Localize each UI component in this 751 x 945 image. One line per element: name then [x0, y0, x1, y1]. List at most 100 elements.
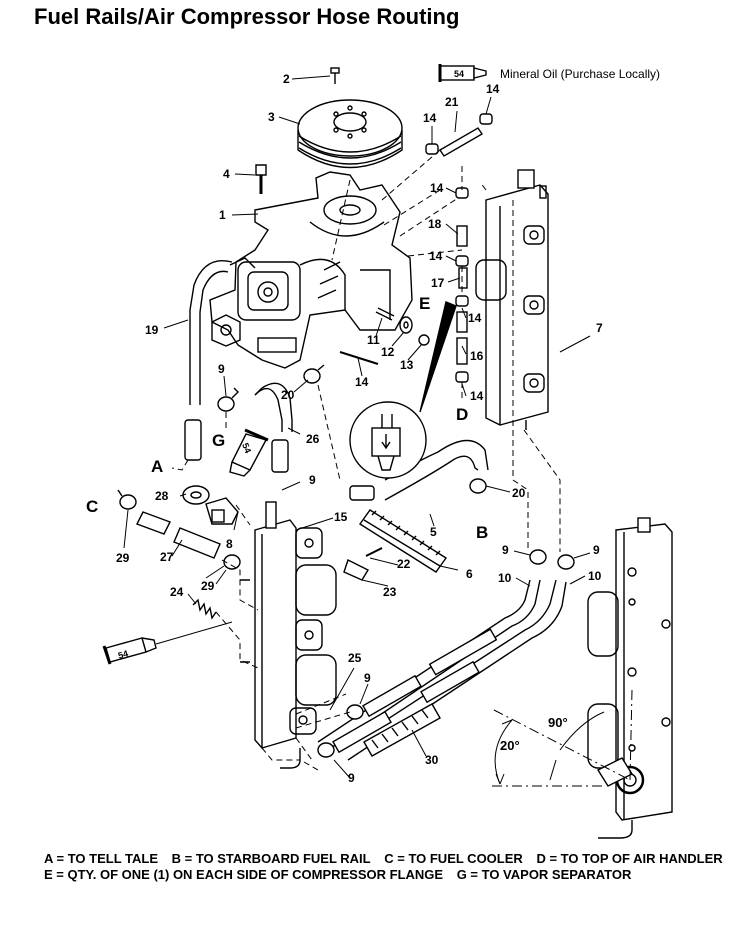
hose-clamp: [469, 478, 487, 494]
mineral-oil-tube-icon: [438, 64, 487, 82]
angle-20-label: 20°: [500, 738, 520, 753]
fuel-rail-angle-view: [587, 517, 673, 839]
callout-27: 27: [160, 550, 174, 564]
callout-16: 16: [470, 349, 484, 363]
callout-14: 14: [430, 181, 444, 195]
callout-9: 9: [348, 771, 355, 785]
legend-line-2: E = QTY. OF ONE (1) ON EACH SIDE OF COMP…: [44, 867, 733, 883]
legend-item: B = TO STARBOARD FUEL RAIL: [171, 851, 371, 866]
callout-13: 13: [400, 358, 414, 372]
seal-kit: [375, 307, 430, 346]
callout-14: 14: [355, 375, 369, 389]
bolt: [255, 164, 267, 194]
sealant-tube-icon: [229, 428, 269, 477]
callout-2: 2: [283, 72, 290, 86]
callout-23: 23: [383, 585, 397, 599]
callout-4: 4: [223, 167, 230, 181]
legend-line-1: A = TO TELL TALE B = TO STARBOARD FUEL R…: [44, 851, 733, 867]
letter-g: G: [212, 431, 225, 450]
angle-90-label: 90°: [548, 715, 568, 730]
mineral-oil-note: Mineral Oil (Purchase Locally): [500, 67, 660, 81]
legend-item: A = TO TELL TALE: [44, 851, 158, 866]
callout-21: 21: [445, 95, 459, 109]
sealant-tube-label: 54: [240, 442, 253, 455]
clamp-bracket: [343, 547, 383, 581]
callout-7: 7: [596, 321, 603, 335]
callout-29: 29: [116, 551, 130, 565]
hose-segment: [184, 419, 202, 461]
angle-reference-lines: [492, 689, 633, 787]
routing-letters: A B C D E G: [86, 294, 488, 542]
callout-17: 17: [431, 276, 445, 290]
hose-27: [136, 511, 241, 570]
fuel-filter: [363, 703, 441, 757]
page-title: Fuel Rails/Air Compressor Hose Routing: [34, 4, 460, 29]
air-compressor: [209, 171, 413, 369]
callout-10: 10: [588, 569, 602, 583]
callout-5: 5: [430, 525, 437, 539]
hose-clamp: [317, 742, 335, 758]
hose-clamp: [303, 364, 325, 384]
callout-14: 14: [486, 82, 500, 96]
callout-9: 9: [309, 473, 316, 487]
hose-segment: [428, 628, 498, 676]
mineral-oil-tube-label: 54: [454, 69, 464, 79]
legend-item: C = TO FUEL COOLER: [384, 851, 523, 866]
callout-20: 20: [281, 388, 295, 402]
legend-item: E = QTY. OF ONE (1) ON EACH SIDE OF COMP…: [44, 867, 444, 882]
hose-segment: [332, 710, 392, 754]
hose-26: [254, 382, 293, 473]
legend-item: D = TO TOP OF AIR HANDLER: [536, 851, 723, 866]
callout-14: 14: [429, 249, 443, 263]
bolt: [330, 67, 340, 84]
callout-14: 14: [423, 111, 437, 125]
letter-a: A: [151, 457, 163, 476]
callout-25: 25: [348, 651, 362, 665]
callout-9: 9: [364, 671, 371, 685]
callout-3: 3: [268, 110, 275, 124]
callout-14: 14: [468, 311, 482, 325]
callout-12: 12: [381, 345, 395, 359]
callout-8: 8: [226, 537, 233, 551]
callout-24: 24: [170, 585, 184, 599]
fuel-rail-port: [240, 501, 337, 769]
callout-15: 15: [334, 510, 348, 524]
pin-14: [339, 351, 379, 365]
callout-28: 28: [155, 489, 169, 503]
callout-14: 14: [470, 389, 484, 403]
letter-d: D: [456, 405, 468, 424]
callout-9: 9: [593, 543, 600, 557]
legend: A = TO TELL TALE B = TO STARBOARD FUEL R…: [44, 851, 733, 883]
sealant-tube-label: 54: [117, 648, 129, 660]
sealant-tube-icon: [102, 621, 233, 665]
callout-30: 30: [425, 753, 439, 767]
callout-19: 19: [145, 323, 159, 337]
detail-view-circle: [349, 401, 427, 479]
fitting: [182, 485, 239, 525]
callout-6: 6: [466, 567, 473, 581]
pulley: [297, 99, 403, 169]
leader-lines: [123, 75, 591, 779]
hose-segment: [362, 674, 422, 718]
spring: [192, 598, 217, 620]
hose-clamp: [346, 704, 364, 720]
letter-b: B: [476, 523, 488, 542]
callout-9: 9: [502, 543, 509, 557]
callout-22: 22: [397, 557, 411, 571]
hose-10: [317, 579, 567, 761]
callout-20: 20: [512, 486, 526, 500]
callout-1: 1: [219, 208, 226, 222]
callout-9: 9: [218, 362, 225, 376]
fuel-rail-starboard: [475, 169, 549, 430]
hose-clamp: [529, 549, 547, 565]
callout-labels: 2 3 4 1 19 21 14 14 14 18 14 17 14 16 14…: [116, 72, 603, 785]
callout-10: 10: [498, 571, 512, 585]
callout-29: 29: [201, 579, 215, 593]
detail-pointer: [419, 301, 457, 413]
routing-dashed-lines: [171, 149, 561, 771]
fuel-filter: [358, 509, 448, 573]
hose-segment: [420, 660, 480, 704]
callout-18: 18: [428, 217, 442, 231]
legend-item: G = TO VAPOR SEPARATOR: [456, 867, 632, 882]
callout-11: 11: [367, 333, 380, 347]
